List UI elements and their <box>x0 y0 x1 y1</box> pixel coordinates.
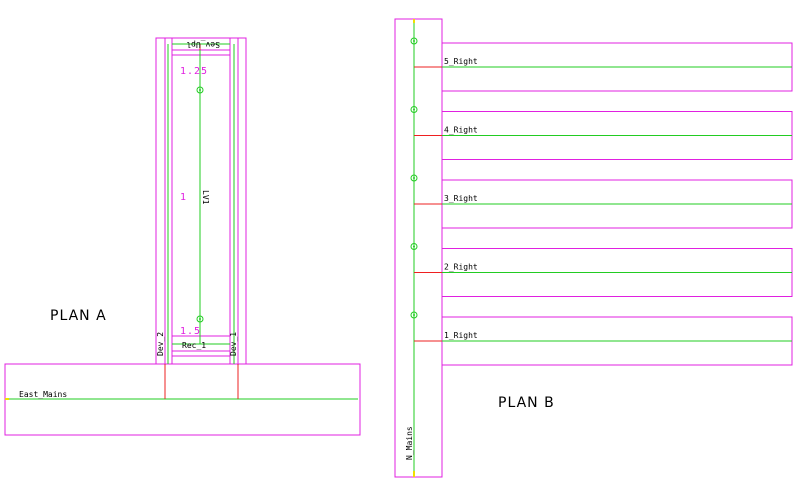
circle-node-icon[interactable] <box>410 37 418 45</box>
circle-node-ring <box>410 311 418 319</box>
circle-node-dot <box>413 40 415 42</box>
circle-node-dot <box>413 177 415 179</box>
plan-b-branch: 4_Right <box>410 106 793 160</box>
branch-label: 2_Right <box>444 263 478 272</box>
circle-node-icon[interactable] <box>410 174 418 182</box>
plan-a-value-bottom: 1.5 <box>180 326 201 337</box>
circle-node-icon[interactable] <box>410 311 418 319</box>
plan-a-outer-box[interactable] <box>155 37 247 365</box>
branch-label: 1_Right <box>444 331 478 340</box>
plan-b-branch: 5_Right <box>410 37 793 92</box>
branch-label: 3_Right <box>444 194 478 203</box>
plan-b-branches: 5_Right 4_Right 3_Right 2_Right 1_Right <box>410 37 793 366</box>
plan-a-lv-label: LV1 <box>201 190 210 205</box>
plan-b-mains-box[interactable] <box>394 18 443 478</box>
circle-node-ring <box>410 243 418 250</box>
plan-b-title: PLAN B <box>498 395 555 411</box>
branch-label: 5_Right <box>444 57 478 66</box>
circle-node-icon[interactable] <box>196 86 204 94</box>
circle-node-ring <box>410 106 418 113</box>
plan-a: PLAN A East_Mains Rec_1 Dev_2 Dev_1 Sev_… <box>4 37 361 436</box>
plan-a-top-label: Sev_Upl <box>186 40 220 49</box>
plan-b-branch: 1_Right <box>410 311 793 366</box>
plan-a-dev-left-label: Dev_2 <box>156 332 165 356</box>
circle-node-icon[interactable] <box>410 106 418 113</box>
plan-b-branch: 3_Right <box>410 174 793 229</box>
circle-node-ring <box>410 174 418 182</box>
plan-a-value-top: 1.25 <box>180 66 208 77</box>
circle-node-icon[interactable] <box>196 315 204 323</box>
circle-node-icon[interactable] <box>410 243 418 250</box>
branch-label: 4_Right <box>444 126 478 135</box>
plan-b: 5_Right 4_Right 3_Right 2_Right 1_Right N_Ma… <box>394 18 793 478</box>
circle-node-dot <box>413 108 415 111</box>
circle-node-dot <box>413 245 415 248</box>
plan-a-mains-label: East_Mains <box>19 390 67 399</box>
plan-a-dev-right-label: Dev_1 <box>229 332 238 356</box>
plan-a-value-mid: 1 <box>180 192 186 203</box>
plan-b-branch: 2_Right <box>410 243 793 297</box>
plan-a-rec-label: Rec_1 <box>182 341 206 350</box>
plan-b-mains-label: N_Mains <box>405 426 414 460</box>
circle-node-dot <box>413 314 415 316</box>
circle-node-ring <box>410 37 418 45</box>
plan-a-title: PLAN A <box>50 308 107 324</box>
